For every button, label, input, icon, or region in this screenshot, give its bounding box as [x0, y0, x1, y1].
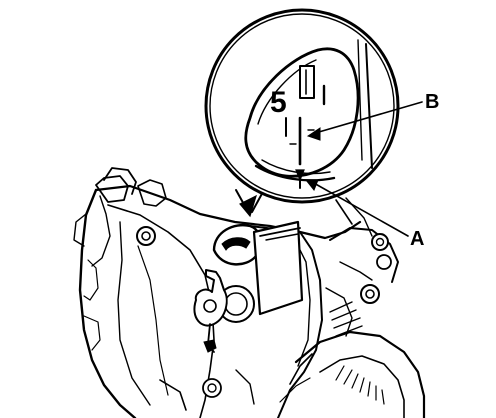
- callout-a-label: A: [410, 228, 424, 250]
- inspection-window: [212, 220, 304, 316]
- callout-b: B: [306, 91, 439, 141]
- callout-a: A: [304, 179, 424, 250]
- adjuster-bolt: [193, 269, 255, 353]
- housing-edge-line: [345, 197, 373, 237]
- timing-mark-number: 5: [270, 86, 287, 119]
- magnified-view: 5: [204, 8, 400, 218]
- callout-b-label: B: [425, 91, 439, 113]
- cover-ribs: [329, 301, 363, 337]
- housing-edge-line: [335, 199, 353, 225]
- timing-scale: [285, 65, 326, 166]
- pulley-teeth: [335, 365, 385, 405]
- pointer-notch: [295, 169, 305, 182]
